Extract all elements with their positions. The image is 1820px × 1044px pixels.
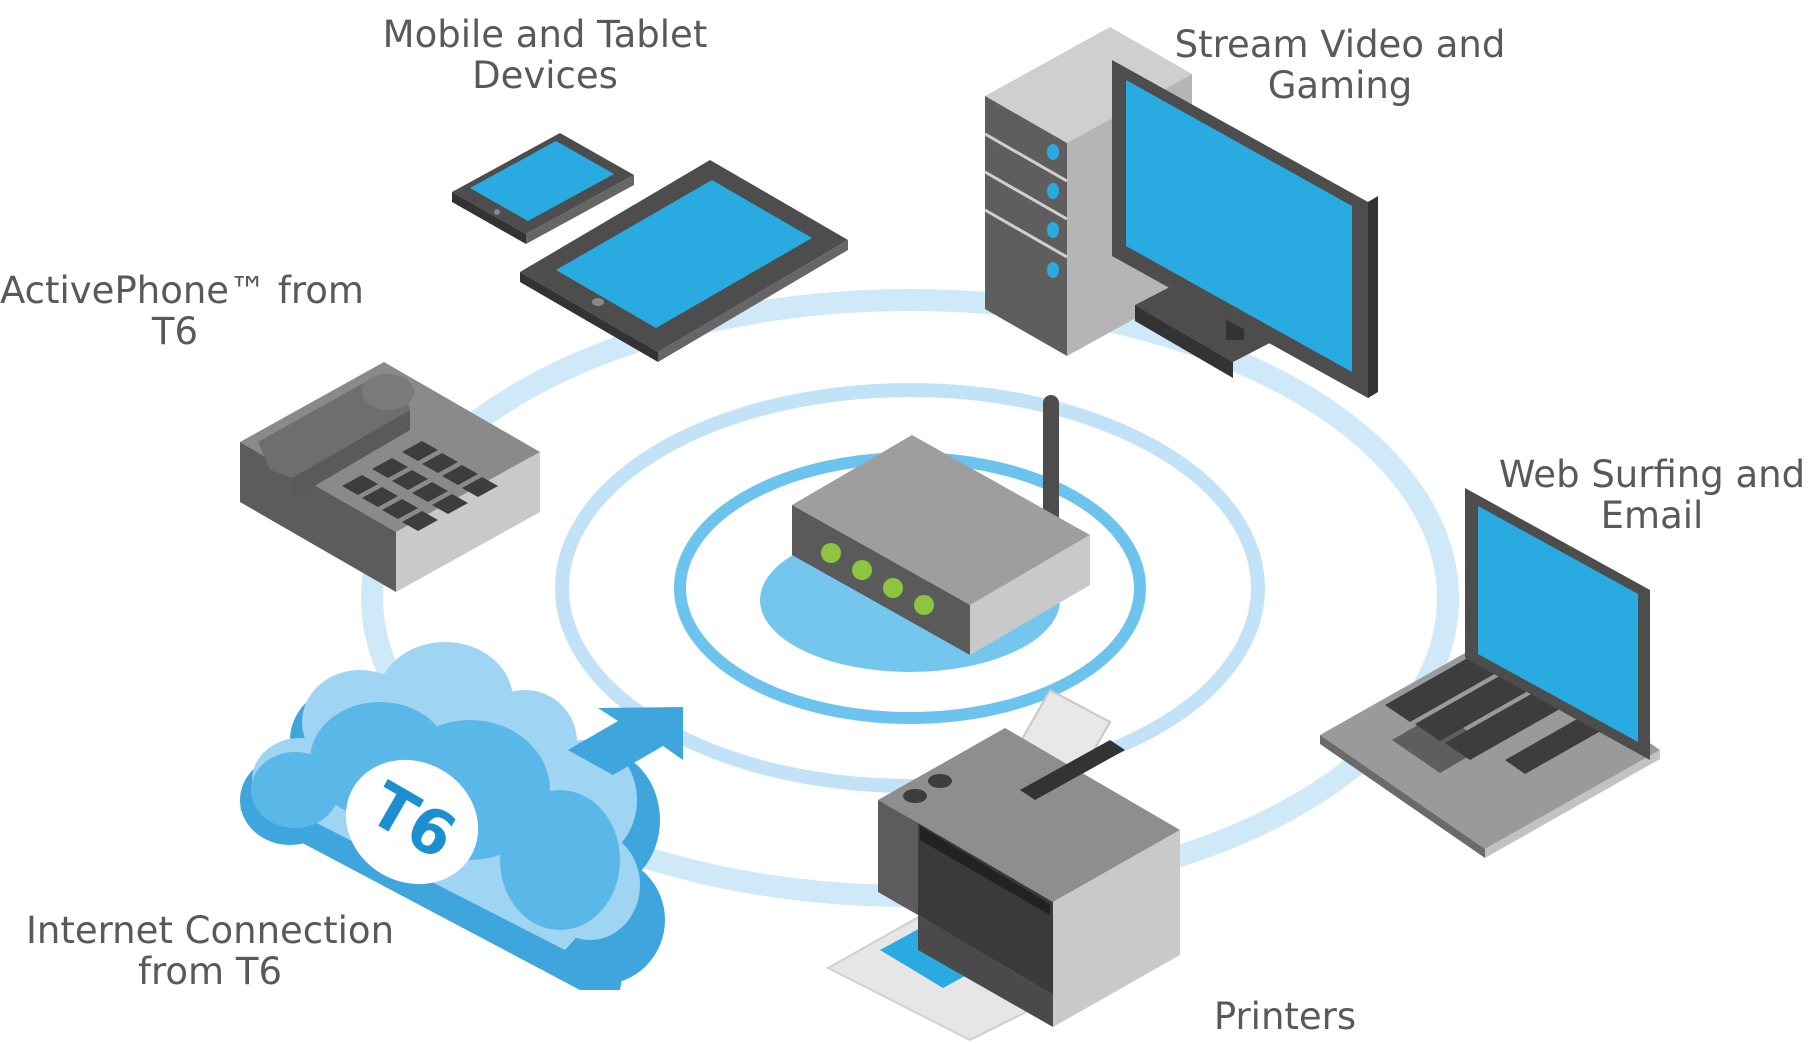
cloud-icon: T6 — [240, 642, 665, 990]
label-printers: Printers — [1175, 996, 1395, 1037]
label-printers-line1: Printers — [1213, 995, 1357, 1038]
label-internet-line2: from T6 — [137, 950, 282, 993]
label-mobile-line2: Devices — [472, 54, 618, 97]
label-mobile-devices: Mobile and Tablet Devices — [380, 14, 710, 96]
label-internet-line1: Internet Connection — [25, 909, 395, 952]
label-mobile-line1: Mobile and Tablet — [382, 13, 708, 56]
laptop-icon — [1320, 488, 1660, 858]
monitor-icon — [1112, 60, 1378, 398]
label-phone-line2: T6 — [151, 310, 199, 353]
label-web-line2: Email — [1600, 494, 1704, 537]
tablet-icon — [520, 160, 848, 362]
label-web-surfing: Web Surfing and Email — [1488, 454, 1816, 536]
label-stream-line1: Stream Video and — [1174, 23, 1506, 66]
router-icon — [792, 395, 1090, 655]
arrow-icon — [568, 707, 683, 775]
label-activephone: ActivePhone™ from T6 — [0, 269, 364, 353]
label-internet-connection: Internet Connection from T6 — [20, 910, 400, 992]
label-web-line1: Web Surfing and — [1498, 453, 1806, 496]
label-stream-line2: Gaming — [1267, 64, 1413, 107]
label-phone-line1: ActivePhone™ from — [0, 269, 364, 312]
phone-icon — [240, 362, 540, 592]
printer-icon — [825, 688, 1180, 1042]
phone-device-icon — [452, 133, 634, 244]
label-stream-video: Stream Video and Gaming — [1170, 24, 1510, 106]
